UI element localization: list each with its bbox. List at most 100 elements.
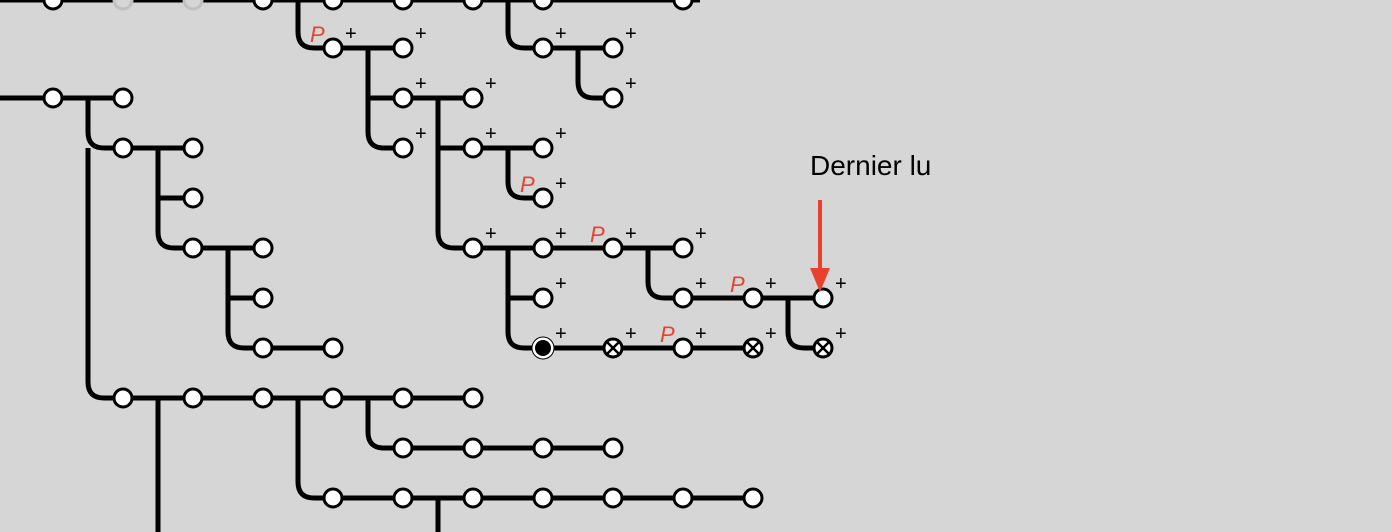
thread-nodes bbox=[42, 0, 834, 509]
plus-marker: + bbox=[835, 273, 847, 295]
circle-node-icon bbox=[392, 137, 414, 159]
circle-node-icon bbox=[672, 287, 694, 309]
circle-node-icon bbox=[182, 387, 204, 409]
plus-marker: + bbox=[765, 273, 777, 295]
tree-branch bbox=[295, 0, 324, 51]
plus-marker: + bbox=[555, 323, 567, 345]
circle-node-icon bbox=[112, 0, 134, 11]
circle-node-icon bbox=[532, 37, 554, 59]
circle-node-icon bbox=[672, 487, 694, 509]
plus-marker: + bbox=[485, 123, 497, 145]
tree-branch bbox=[435, 148, 464, 251]
circle-node-icon bbox=[532, 487, 554, 509]
tree-branch bbox=[645, 248, 674, 301]
pending-marker: P bbox=[660, 322, 675, 347]
tree-branch bbox=[295, 398, 324, 501]
circle-node-icon bbox=[392, 437, 414, 459]
deleted-node-icon bbox=[602, 337, 624, 359]
circle-node-icon bbox=[602, 87, 624, 109]
circle-node-icon bbox=[602, 237, 624, 259]
tree-branch bbox=[505, 148, 534, 201]
circle-node-icon bbox=[532, 0, 554, 11]
current-position-icon bbox=[531, 336, 555, 360]
circle-node-icon bbox=[392, 87, 414, 109]
circle-node-icon bbox=[532, 237, 554, 259]
plus-marker: + bbox=[695, 273, 707, 295]
circle-node-icon bbox=[462, 387, 484, 409]
circle-node-icon bbox=[532, 437, 554, 459]
circle-node-icon bbox=[182, 237, 204, 259]
circle-node-icon bbox=[112, 87, 134, 109]
plus-marker: + bbox=[485, 73, 497, 95]
circle-node-icon bbox=[672, 0, 694, 11]
circle-node-icon bbox=[462, 87, 484, 109]
plus-marker: + bbox=[625, 73, 637, 95]
plus-marker: + bbox=[415, 23, 427, 45]
tree-branch bbox=[365, 398, 394, 451]
circle-node-icon bbox=[672, 337, 694, 359]
pending-marker: P bbox=[730, 272, 745, 297]
circle-node-icon bbox=[322, 37, 344, 59]
plus-marker: + bbox=[625, 323, 637, 345]
circle-node-icon bbox=[742, 487, 764, 509]
circle-node-icon bbox=[392, 487, 414, 509]
plus-marker: + bbox=[835, 323, 847, 345]
circle-node-icon bbox=[462, 437, 484, 459]
circle-node-icon bbox=[532, 137, 554, 159]
plus-marker: + bbox=[695, 223, 707, 245]
circle-node-icon bbox=[322, 387, 344, 409]
circle-node-icon bbox=[252, 287, 274, 309]
circle-node-icon bbox=[462, 137, 484, 159]
deleted-node-icon bbox=[812, 337, 834, 359]
plus-marker: + bbox=[555, 173, 567, 195]
circle-node-icon bbox=[672, 237, 694, 259]
tree-branch bbox=[785, 298, 814, 351]
circle-node-icon bbox=[252, 0, 274, 11]
circle-node-icon bbox=[532, 187, 554, 209]
plus-marker: + bbox=[695, 323, 707, 345]
plus-marker: + bbox=[555, 273, 567, 295]
circle-node-icon bbox=[392, 0, 414, 11]
circle-node-icon bbox=[252, 337, 274, 359]
circle-node-icon bbox=[182, 0, 204, 11]
plus-marker: + bbox=[415, 123, 427, 145]
circle-node-icon bbox=[742, 287, 764, 309]
arrow-down-icon bbox=[810, 200, 830, 292]
circle-node-icon bbox=[392, 387, 414, 409]
tree-branch bbox=[85, 148, 114, 401]
circle-node-icon bbox=[462, 0, 484, 11]
deleted-node-icon bbox=[742, 337, 764, 359]
circle-node-icon bbox=[462, 237, 484, 259]
tree-branch bbox=[505, 298, 534, 351]
tree-branch bbox=[365, 98, 394, 151]
circle-node-icon bbox=[42, 0, 64, 11]
circle-node-icon bbox=[42, 87, 64, 109]
circle-node-icon bbox=[392, 37, 414, 59]
plus-marker: + bbox=[485, 223, 497, 245]
plus-marker: + bbox=[555, 223, 567, 245]
circle-node-icon bbox=[252, 387, 274, 409]
tree-branch bbox=[155, 198, 184, 251]
circle-node-icon bbox=[182, 187, 204, 209]
tree-branch bbox=[505, 0, 534, 51]
plus-marker: + bbox=[415, 73, 427, 95]
circle-node-icon bbox=[112, 137, 134, 159]
pending-marker: P bbox=[520, 172, 535, 197]
circle-node-icon bbox=[602, 487, 624, 509]
circle-node-icon bbox=[602, 37, 624, 59]
plus-marker: + bbox=[555, 23, 567, 45]
circle-node-icon bbox=[322, 0, 344, 11]
circle-node-icon bbox=[252, 237, 274, 259]
plus-marker: + bbox=[765, 323, 777, 345]
plus-marker: + bbox=[345, 23, 357, 45]
circle-node-icon bbox=[602, 437, 624, 459]
circle-node-icon bbox=[182, 137, 204, 159]
plus-marker: + bbox=[625, 223, 637, 245]
circle-node-icon bbox=[812, 287, 834, 309]
circle-node-icon bbox=[112, 387, 134, 409]
plus-marker: + bbox=[625, 23, 637, 45]
circle-node-icon bbox=[322, 337, 344, 359]
circle-node-icon bbox=[462, 487, 484, 509]
